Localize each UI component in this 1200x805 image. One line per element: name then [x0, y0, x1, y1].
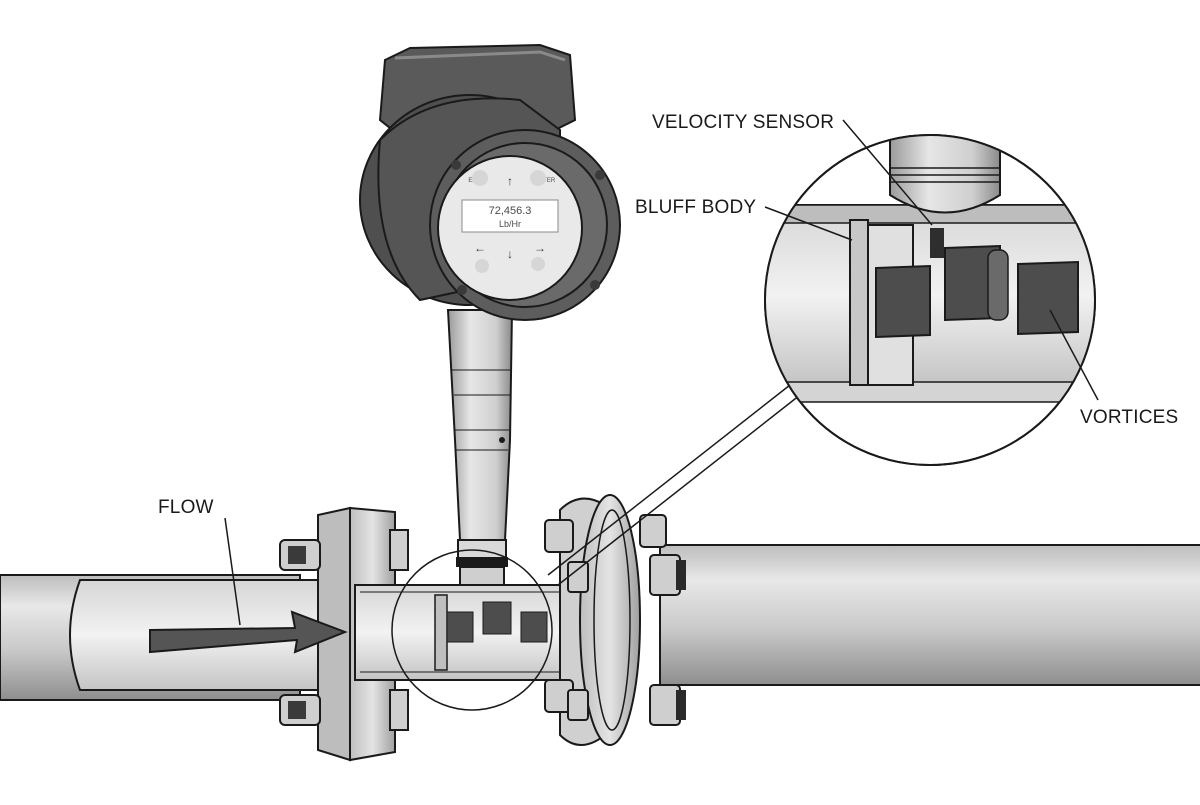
flow-leader	[224, 517, 241, 626]
enter-button[interactable]	[530, 170, 546, 186]
display-unit: Lb/Hr	[499, 219, 521, 229]
flow-arrow-icon	[149, 610, 348, 654]
vortex-1	[875, 264, 931, 339]
up-arrow-icon[interactable]: ↑	[507, 174, 513, 188]
internal-sensor-detail	[434, 594, 548, 671]
velocity-sensor-label: VELOCITY SENSOR	[652, 112, 835, 133]
velocity-sensor-leader	[842, 119, 933, 226]
magnified-detail	[764, 134, 1096, 466]
vortices-leader	[1049, 309, 1099, 401]
transmitter-stem	[446, 309, 514, 586]
flow-label: FLOW	[158, 497, 214, 518]
zoom-connector-lower	[547, 384, 791, 576]
vortices-label: VORTICES	[1080, 407, 1179, 428]
exit-button[interactable]	[472, 170, 488, 186]
outlet-pipe	[659, 544, 1200, 686]
outlet-flange	[544, 494, 686, 746]
transmitter-housing	[359, 43, 621, 321]
zoom-connector-upper	[557, 394, 801, 586]
bluff-body-leader	[764, 206, 853, 241]
down-arrow-icon[interactable]: ↓	[507, 247, 513, 261]
vortex-3	[1017, 260, 1079, 336]
magnify-source-circle	[391, 549, 553, 711]
lcd-display-panel: 72,456.3 Lb/Hr EXIT ENTER ↑ ↓ ← →	[461, 170, 559, 273]
left-arrow-icon[interactable]: ←	[474, 241, 486, 255]
display-reading: 72,456.3	[489, 205, 532, 217]
bluff-body-label: BLUFF BODY	[635, 197, 757, 218]
right-arrow-icon[interactable]: →	[534, 241, 546, 255]
